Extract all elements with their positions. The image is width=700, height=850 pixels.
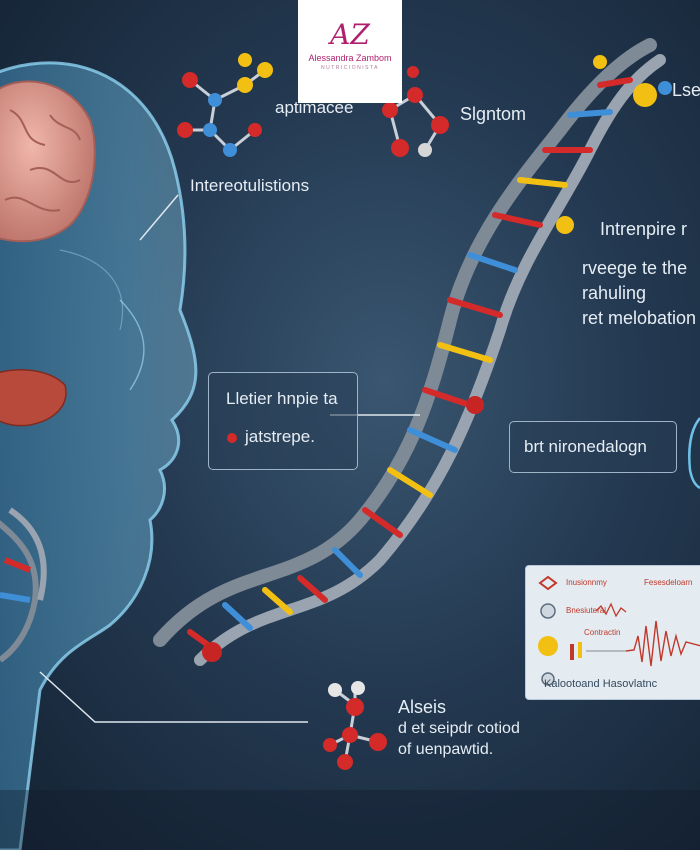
brand-logo: AZ Alessandra Zambom NUTRICIONISTA xyxy=(298,0,402,103)
right-figure-outline xyxy=(688,417,700,490)
label-right-line1: rveege te the xyxy=(582,258,688,278)
panel-footer: Kalootoand Hasovlatnc xyxy=(544,678,658,690)
logo-monogram: AZ xyxy=(330,18,370,51)
throat-helix xyxy=(0,507,47,663)
signal-panel: Inusionnmy Fesesdeloarn Bnesiuteral Cont… xyxy=(525,565,700,700)
label-right-line3: ret melobation xyxy=(582,308,697,328)
waveform-small xyxy=(595,602,627,618)
label-bottom-line1: d et seipdr cotiod xyxy=(398,720,520,737)
molecule-top-center xyxy=(382,66,449,157)
info-box-left-line2: jatstrepe. xyxy=(245,427,315,446)
info-box-left-line1: Lletier hnpie ta xyxy=(226,389,338,408)
panel-row1-right: Fesesdeloarn xyxy=(644,578,693,587)
waveform-large xyxy=(625,620,700,667)
dna-nodes xyxy=(202,55,672,662)
info-box-left: Lletier hnpie ta jatstrepe. xyxy=(208,372,358,470)
diamond-icon xyxy=(538,575,558,591)
signal-panel-graphics xyxy=(538,575,700,686)
panel-row2: Bnesiuteral xyxy=(566,606,607,615)
panel-row3: Contractin xyxy=(584,628,621,637)
bar-icon-red xyxy=(570,644,574,660)
brain-illustration xyxy=(0,80,96,243)
logo-subtitle: NUTRICIONISTA xyxy=(320,65,380,71)
label-top-right: Lse xyxy=(672,80,700,100)
label-right-line2: rahuling xyxy=(582,283,647,303)
label-bottom-line2: of uenpawtid. xyxy=(398,741,494,758)
label-signal: Slgntom xyxy=(460,104,527,124)
sun-icon xyxy=(538,636,558,656)
panel-row1-left: Inusionnmy xyxy=(566,578,607,587)
label-top-molecule: aptimacee xyxy=(275,98,354,117)
info-box-right: brt nironedalogn xyxy=(509,421,677,473)
molecule-bottom xyxy=(323,681,387,770)
gauge-icon xyxy=(540,603,556,619)
logo-name: Alessandra Zambom xyxy=(308,53,392,63)
molecule-top-left xyxy=(177,53,273,157)
liver-illustration xyxy=(0,369,67,427)
toggle-icon xyxy=(541,672,555,686)
label-brain-note: Intereotulistions xyxy=(190,176,310,195)
label-bottom-title: Alseis xyxy=(398,697,447,717)
bar-icon-yellow xyxy=(578,642,582,658)
label-right-title: Intrenpire r xyxy=(600,219,688,239)
head-silhouette xyxy=(0,61,198,850)
info-box-right-text: brt nironedalogn xyxy=(524,437,647,456)
info-box-left-bullet xyxy=(227,433,237,443)
